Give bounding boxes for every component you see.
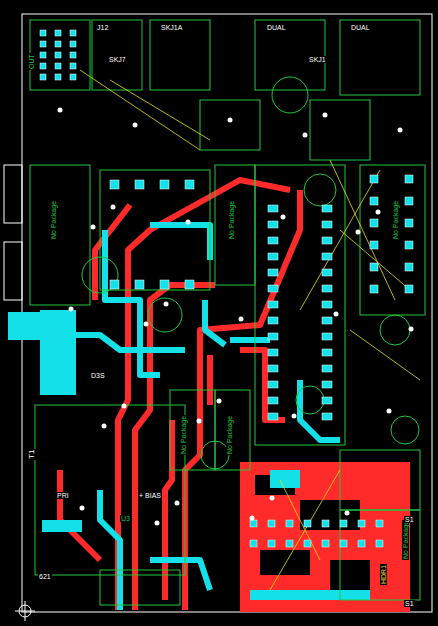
origin-marker <box>15 601 35 621</box>
silkscreen-label: SKJ1 <box>308 56 327 63</box>
copper-pad <box>8 312 42 340</box>
silkscreen-label: U3 <box>120 515 131 522</box>
silkscreen-label: SKJ7 <box>108 56 127 63</box>
edge-connector <box>4 165 22 223</box>
component-pads <box>40 30 414 547</box>
edge-connector <box>4 242 22 300</box>
silkscreen-label: T1 <box>28 449 36 460</box>
board-outline <box>22 14 432 612</box>
silkscreen-label: No Package <box>402 520 409 560</box>
silkscreen-label: HDR1 <box>380 564 387 585</box>
silkscreen-label: DUAL <box>266 24 287 31</box>
silkscreen-label: No Package <box>228 200 235 240</box>
silkscreen-label: S1 <box>404 516 415 523</box>
silkscreen-label: No Package <box>392 200 399 240</box>
silkscreen-label: PRI <box>56 492 70 499</box>
silkscreen-label: DUAL <box>350 24 371 31</box>
copper-pour <box>240 462 410 612</box>
silkscreen-label: S1 <box>404 600 415 607</box>
silkscreen-label: No Package <box>50 200 57 240</box>
silkscreen-label: OUT <box>28 53 35 70</box>
copper-pad <box>40 310 76 395</box>
silkscreen-label: SKJ1A <box>160 24 183 31</box>
ratsnest <box>80 70 420 590</box>
top-copper <box>75 225 340 610</box>
silkscreen-label: D3S <box>90 372 106 379</box>
silkscreen-label: J12 <box>96 24 109 31</box>
silkscreen-label: No Package <box>226 415 233 455</box>
silkscreen-label: 621 <box>38 573 52 580</box>
silkscreen-label: No Package <box>180 415 187 455</box>
silkscreen <box>30 20 425 605</box>
silkscreen-label: + BIAS <box>138 492 162 499</box>
